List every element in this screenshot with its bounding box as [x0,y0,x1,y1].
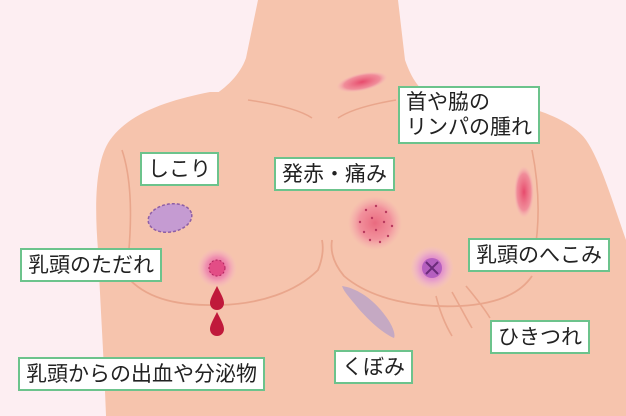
label-lymph-line-1: 首や脇の [406,90,532,115]
label-lymph-swelling: 首や脇の リンパの腫れ [398,86,540,144]
label-lump: しこり [140,152,219,186]
label-lymph-line-2: リンパの腫れ [406,115,532,140]
left-nipple [209,260,225,276]
label-nipple-retraction: 乳頭のへこみ [468,238,610,272]
label-nipple-erosion: 乳頭のただれ [20,248,162,282]
armpit-swelling-spot [514,166,534,218]
redness-patch [348,196,402,250]
label-dimpling: くぼみ [334,350,413,384]
neck-shape [210,0,432,98]
label-redness-pain: 発赤・痛み [274,157,395,191]
label-nipple-discharge: 乳頭からの出血や分泌物 [18,357,265,391]
label-skin-pulling: ひきつれ [490,320,590,354]
